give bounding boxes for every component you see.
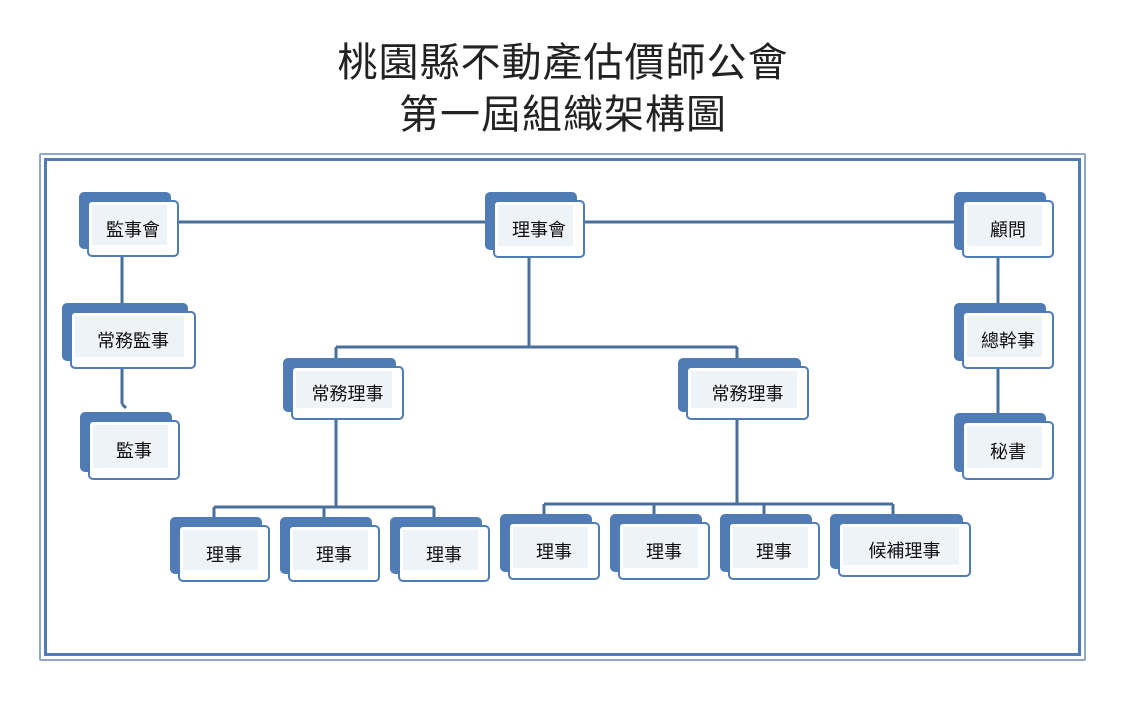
node-director-2: 理事: [280, 517, 380, 582]
node-label: 理事: [206, 544, 242, 566]
node-label: 顧問: [990, 220, 1026, 241]
node-label: 常務理事: [711, 384, 784, 405]
node-standing-director-left: 常務理事: [283, 358, 404, 420]
node-standing-director-right: 常務理事: [678, 358, 809, 420]
node-director-5: 理事: [610, 514, 710, 580]
node-secretary-general: 總幹事: [954, 303, 1054, 369]
node-label: 理事: [316, 544, 352, 566]
node-director-4: 理事: [500, 514, 600, 580]
node-advisor: 顧問: [954, 192, 1054, 258]
node-label: 秘書: [990, 441, 1026, 463]
chart-title-line-2: 第一屆組織架構圖: [399, 92, 727, 138]
node-label: 理事: [426, 544, 462, 566]
connector-supervisor-stub: [120, 402, 128, 410]
node-label: 理事: [646, 542, 682, 563]
node-supervisors-board: 監事會: [79, 192, 179, 257]
node-director-6: 理事: [720, 514, 820, 580]
node-label: 監事會: [106, 219, 160, 241]
node-label: 常務監事: [97, 331, 169, 352]
node-label: 理事會: [512, 220, 566, 241]
node-label: 理事: [756, 542, 792, 563]
node-label: 監事: [116, 441, 152, 462]
node-director-3: 理事: [390, 517, 490, 582]
node-secretary: 秘書: [954, 413, 1054, 480]
diagram-frame-outer: [39, 153, 1086, 661]
node-label: 總幹事: [981, 331, 1035, 352]
diagram-frame-inner: [44, 158, 1081, 656]
node-alternate-director: 候補理事: [830, 514, 971, 577]
node-label: 常務理事: [311, 384, 384, 405]
node-standing-supervisor: 常務監事: [62, 303, 196, 369]
node-director-1: 理事: [170, 517, 270, 582]
node-label: 理事: [536, 542, 572, 563]
node-supervisor: 監事: [80, 412, 180, 480]
chart-title-line-1: 桃園縣不動產估價師公會: [337, 40, 789, 86]
node-label: 候補理事: [868, 540, 941, 562]
node-board: 理事會: [485, 192, 585, 258]
